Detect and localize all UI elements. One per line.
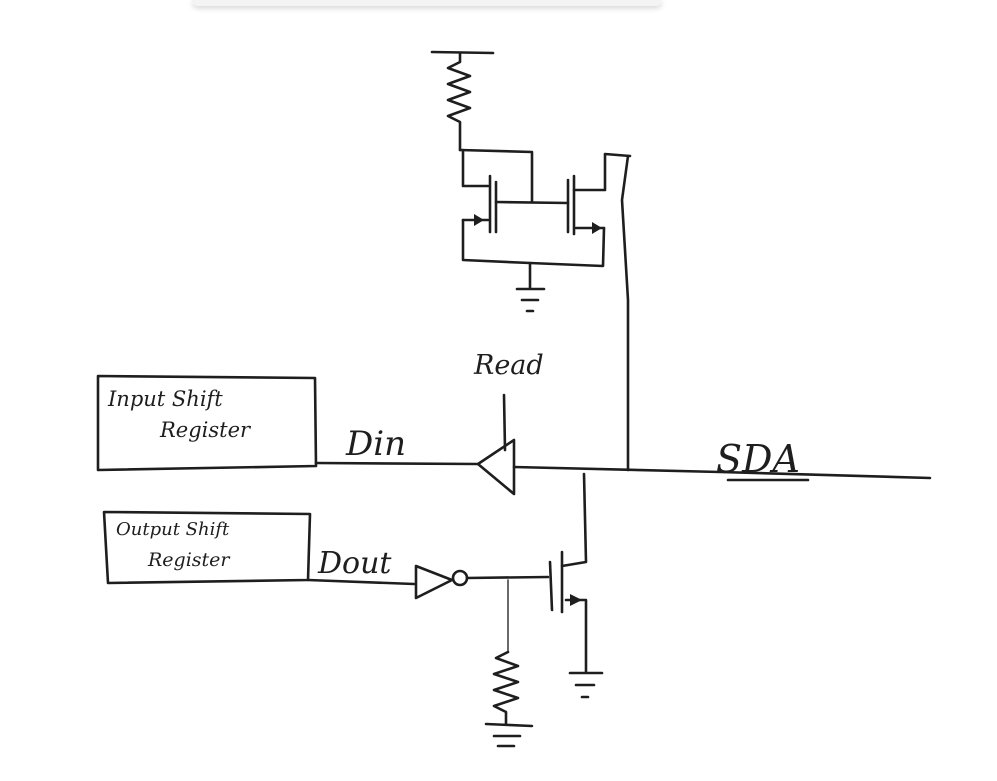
output-register-label-line2: Register [147, 549, 231, 571]
output-shift-register: Output Shift Register [102, 510, 312, 585]
dout-label: Dout [317, 546, 392, 581]
window-top-bar [192, 0, 662, 6]
input-register-label-line2: Register [159, 418, 252, 442]
mirror-to-sda-wire [620, 154, 630, 472]
pullup-resistor [446, 51, 472, 152]
output-transistor [548, 472, 588, 674]
inverter [414, 564, 550, 600]
transistor-ground [568, 671, 604, 699]
sda-bus [512, 465, 932, 480]
input-shift-register: Input Shift Register [96, 374, 318, 472]
left-mirror-arrow [474, 214, 484, 226]
pulldown-ground [492, 734, 522, 748]
input-register-label-line1: Input Shift [107, 387, 223, 411]
top-supply-rail [430, 50, 495, 55]
sda-label: SDA [716, 437, 800, 481]
read-label: Read [473, 350, 544, 381]
output-transistor-arrow [570, 594, 582, 606]
output-register-label-line1: Output Shift [116, 519, 230, 540]
right-mirror-arrow [592, 222, 602, 234]
current-mirror [458, 148, 632, 268]
read-buffer [476, 393, 516, 496]
mirror-ground [515, 261, 546, 313]
din-label: Din [345, 424, 406, 464]
pulldown-resistor [484, 579, 534, 728]
dout-wire [306, 578, 416, 586]
din-wire [314, 461, 480, 466]
